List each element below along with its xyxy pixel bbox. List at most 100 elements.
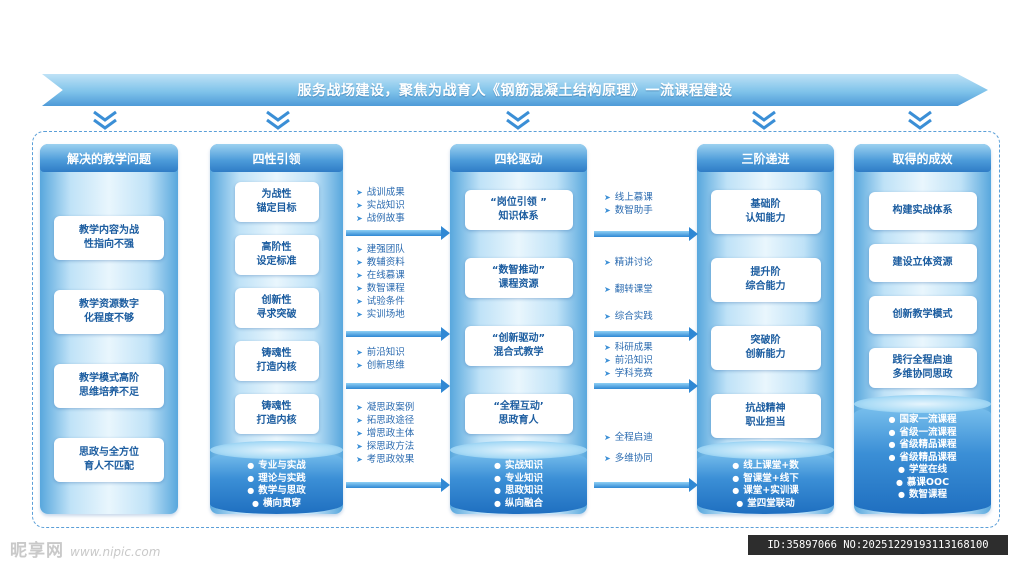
- drive-card: “全程互动’ 思政育人: [464, 394, 573, 434]
- double-chevron-down-icon: [93, 110, 117, 130]
- support-item: 战训成果: [356, 186, 405, 199]
- nature-card: 铸魂性 打造内核: [234, 341, 319, 381]
- nature-card: 创新性 寻求突破: [234, 288, 319, 328]
- support-item: 实训场地: [356, 308, 405, 321]
- method-item: 综合实践: [604, 310, 653, 323]
- base-item: 智课堂+线下: [732, 473, 798, 486]
- right-arrow-icon: [594, 478, 698, 492]
- column-base: 专业与实战 理论与实践 教学与思政 横向贯穿: [210, 441, 343, 514]
- double-chevron-down-icon: [506, 110, 530, 130]
- method-item: 科研成果: [604, 341, 653, 354]
- column-title: 四性引领: [210, 144, 343, 172]
- base-item: 省级精品课程: [889, 452, 956, 465]
- image-id-text: ID:35897066 NO:20251229193113168100: [767, 539, 989, 551]
- base-item: 实战知识: [494, 460, 543, 473]
- achievement-card: 建设立体资源: [868, 244, 977, 282]
- support-item: 增思政主体: [356, 427, 415, 440]
- method-item: 前沿知识: [604, 354, 653, 367]
- column-title: 解决的教学问题: [40, 144, 178, 172]
- right-arrow-icon: [594, 379, 698, 393]
- image-id-bar: ID:35897066 NO:20251229193113168100: [748, 535, 1008, 555]
- achievement-card: 践行全程启迪 多维协同思政: [868, 348, 977, 388]
- support-item: 凝思政案例: [356, 401, 415, 414]
- support-list: 凝思政案例 拓思政途径 增思政主体 探思政方法 考思政效果: [356, 401, 415, 466]
- double-chevron-down-icon: [266, 110, 290, 130]
- right-arrow-icon: [346, 478, 450, 492]
- right-arrow-icon: [346, 327, 450, 341]
- base-item: 慕课OOC: [896, 477, 949, 490]
- base-ellipse: [854, 395, 991, 413]
- column-base: 实战知识 专业知识 思政知识 纵向融合: [450, 441, 587, 514]
- method-list: 翻转课堂: [604, 283, 653, 296]
- base-item: 专业知识: [494, 473, 543, 486]
- support-item: 前沿知识: [356, 346, 405, 359]
- drive-card: “岗位引领 ” 知识体系: [464, 190, 573, 230]
- support-item: 探思政方法: [356, 440, 415, 453]
- right-arrow-icon: [594, 327, 698, 341]
- base-item: 学堂在线: [898, 464, 947, 477]
- stage-card: 突破阶 创新能力: [710, 326, 821, 370]
- support-item: 实战知识: [356, 199, 405, 212]
- method-item: 翻转课堂: [604, 283, 653, 296]
- title-banner: 服务战场建设，聚焦为战育人《钢筋混凝土结构原理》一流课程建设: [42, 74, 988, 106]
- method-list: 线上慕课 数智助手: [604, 191, 653, 217]
- right-arrow-icon: [594, 227, 698, 241]
- support-list: 前沿知识 创新思维: [356, 346, 405, 372]
- column-base: 国家一流课程 省级一流课程 省级精品课程 省级精品课程 学堂在线 慕课OOC 数…: [854, 395, 991, 514]
- method-list: 科研成果 前沿知识 学科竞赛: [604, 341, 653, 380]
- right-arrow-icon: [346, 379, 450, 393]
- stage-card: 基础阶 认知能力: [710, 190, 821, 234]
- base-item: 课堂+实训课: [732, 485, 798, 498]
- stage-card: 抗战精神 职业担当: [710, 394, 821, 438]
- support-item: 创新思维: [356, 359, 405, 372]
- column-four-natures: 四性引领 为战性 锚定目标 高阶性 设定标准 创新性 寻求突破 铸魂性 打造内核…: [210, 144, 343, 514]
- base-ellipse: [697, 441, 834, 459]
- base-item: 堂四堂联动: [736, 498, 795, 511]
- nature-card: 高阶性 设定标准: [234, 235, 319, 275]
- column-base: 线上课堂+数 智课堂+线下 课堂+实训课 堂四堂联动: [697, 441, 834, 514]
- base-item: 教学与思政: [247, 485, 306, 498]
- support-item: 试验条件: [356, 295, 405, 308]
- support-item: 数智课程: [356, 282, 405, 295]
- column-title: 四轮驱动: [450, 144, 587, 172]
- method-item: 精讲讨论: [604, 256, 653, 269]
- support-list: 建强团队 教辅资料 在线慕课 数智课程 试验条件 实训场地: [356, 243, 405, 321]
- support-item: 考思政效果: [356, 453, 415, 466]
- column-problems: 解决的教学问题 教学内容为战 性指向不强 教学资源数字 化程度不够 教学模式高阶…: [40, 144, 178, 514]
- drive-card: “创新驱动” 混合式教学: [464, 326, 573, 366]
- base-ellipse: [210, 441, 343, 459]
- base-item: 纵向融合: [494, 498, 543, 511]
- method-list: 全程启迪: [604, 431, 653, 444]
- method-item: 学科竞赛: [604, 367, 653, 380]
- nature-card: 铸魂性 打造内核: [234, 394, 319, 434]
- method-item: 数智助手: [604, 204, 653, 217]
- column-three-stages: 三阶递进 基础阶 认知能力 提升阶 综合能力 突破阶 创新能力 抗战精神 职业担…: [697, 144, 834, 514]
- banner-title: 服务战场建设，聚焦为战育人《钢筋混凝土结构原理》一流课程建设: [297, 83, 733, 99]
- base-item: 国家一流课程: [889, 414, 956, 427]
- base-item: 思政知识: [494, 485, 543, 498]
- drive-card: “数智推动” 课程资源: [464, 258, 573, 298]
- achievement-card: 创新教学模式: [868, 296, 977, 334]
- method-item: 全程启迪: [604, 431, 653, 444]
- method-list: 多维协同: [604, 452, 653, 465]
- base-item: 专业与实战: [247, 460, 306, 473]
- support-item: 教辅资料: [356, 256, 405, 269]
- problem-card: 教学模式高阶 思维培养不足: [54, 364, 164, 408]
- column-four-drives: 四轮驱动 “岗位引领 ” 知识体系 “数智推动” 课程资源 “创新驱动” 混合式…: [450, 144, 587, 514]
- column-title: 取得的成效: [854, 144, 991, 172]
- double-chevron-down-icon: [908, 110, 932, 130]
- watermark-logo: 昵享网: [10, 541, 64, 561]
- stage-card: 提升阶 综合能力: [710, 258, 821, 302]
- column-achievements: 取得的成效 构建实战体系 建设立体资源 创新教学模式 践行全程启迪 多维协同思政…: [854, 144, 991, 514]
- base-item: 省级精品课程: [889, 439, 956, 452]
- support-item: 拓思政途径: [356, 414, 415, 427]
- nature-card: 为战性 锚定目标: [234, 182, 319, 222]
- column-title: 三阶递进: [697, 144, 834, 172]
- achievement-card: 构建实战体系: [868, 192, 977, 230]
- base-item: 理论与实践: [247, 473, 306, 486]
- method-list: 综合实践: [604, 310, 653, 323]
- double-chevron-down-icon: [752, 110, 776, 130]
- base-item: 省级一流课程: [889, 427, 956, 440]
- watermark-url: www.nipic.com: [70, 545, 161, 559]
- base-item: 数智课程: [898, 489, 947, 502]
